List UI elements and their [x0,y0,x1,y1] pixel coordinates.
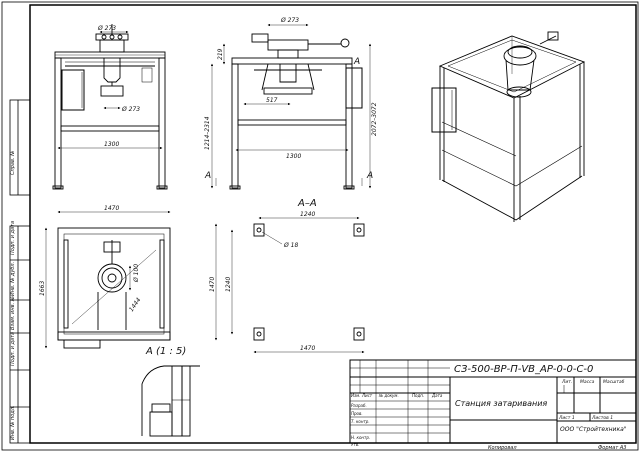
front-dia-top: Ø 273 [97,25,116,32]
hdr-izm: Изм. [351,393,360,398]
side-h219: 219 [217,48,224,60]
side-h-range1: 1214–2314 [204,116,211,150]
scale-label: Масштаб [603,379,625,385]
side-view [229,33,363,190]
side-h-range2: 2072–3072 [371,102,378,136]
section-w2: 1470 [300,345,315,352]
role-tcontrol: Т. контр. [351,419,370,424]
side-label-sign1: Подп. и дата [10,221,16,255]
plan-width: 1470 [104,205,119,212]
section-w1: 1240 [300,211,315,218]
front-view [52,24,168,190]
role-check: Пров. [351,411,363,416]
sheet-label: Лист 1 [558,415,575,421]
plan-height: 1663 [39,281,46,296]
role-dev: Разраб. [351,403,367,408]
plan-diag: 1444 [128,296,143,313]
drawing-frame [29,4,637,444]
side-label-inv: Инв. № подл. [10,406,16,441]
side-section-mark: A [353,57,360,67]
section-view [253,223,365,341]
side-view-dims [210,23,372,189]
side-label-sign2: Подп. и дата [10,332,16,366]
section-h1: 1240 [225,277,232,292]
plan-dia: Ø 100 [133,264,140,283]
side-label-replace: Взам. инв. № [10,296,16,330]
title-block-grid [350,360,565,443]
left-stamp-strip [9,99,31,444]
side-width: 1300 [286,153,301,160]
title-block [349,359,637,444]
lit-label: Лит. [561,379,572,385]
hdr-sign: Подп. [412,393,424,398]
side-section-right: A [366,171,373,181]
hdr-date: Дата [431,393,443,398]
doc-org: ООО "Стройтехника" [560,426,627,433]
side-label-dup: Инв. № дубл. [10,262,16,296]
detail-label: A (1 : 5) [145,346,186,357]
footer-format: Формат А3 [598,445,626,451]
side-section-left: A [204,171,211,181]
role-approve: Утв. [351,442,359,447]
section-title: A–A [297,198,317,209]
doc-name: Станция затаривания [455,399,547,408]
iso-view [431,31,586,222]
sheets-label: Листов 1 [591,415,613,421]
hdr-list: Лист [361,393,373,398]
side-dim-517: 517 [266,97,278,104]
front-width: 1300 [104,141,119,148]
hdr-doc: № докум. [378,393,399,398]
plan-view [57,227,171,349]
side-dia: Ø 273 [280,17,299,24]
section-hole: Ø 18 [283,242,298,249]
doc-code: СЗ-500-ВР-П-VB_АР-0-0-С-0 [454,364,593,375]
section-dims [214,216,365,354]
plan-view-dims [44,210,171,349]
side-label-ref: Справ. № [10,151,16,175]
footer-copied: Копировал [488,445,517,451]
front-dia-mid: Ø 273 [121,106,140,113]
section-h2: 1470 [209,277,216,292]
detail-view [141,365,200,437]
mass-label: Масса [580,379,595,385]
role-ncontrol: Н. контр. [351,435,370,440]
front-view-dims [57,30,163,150]
